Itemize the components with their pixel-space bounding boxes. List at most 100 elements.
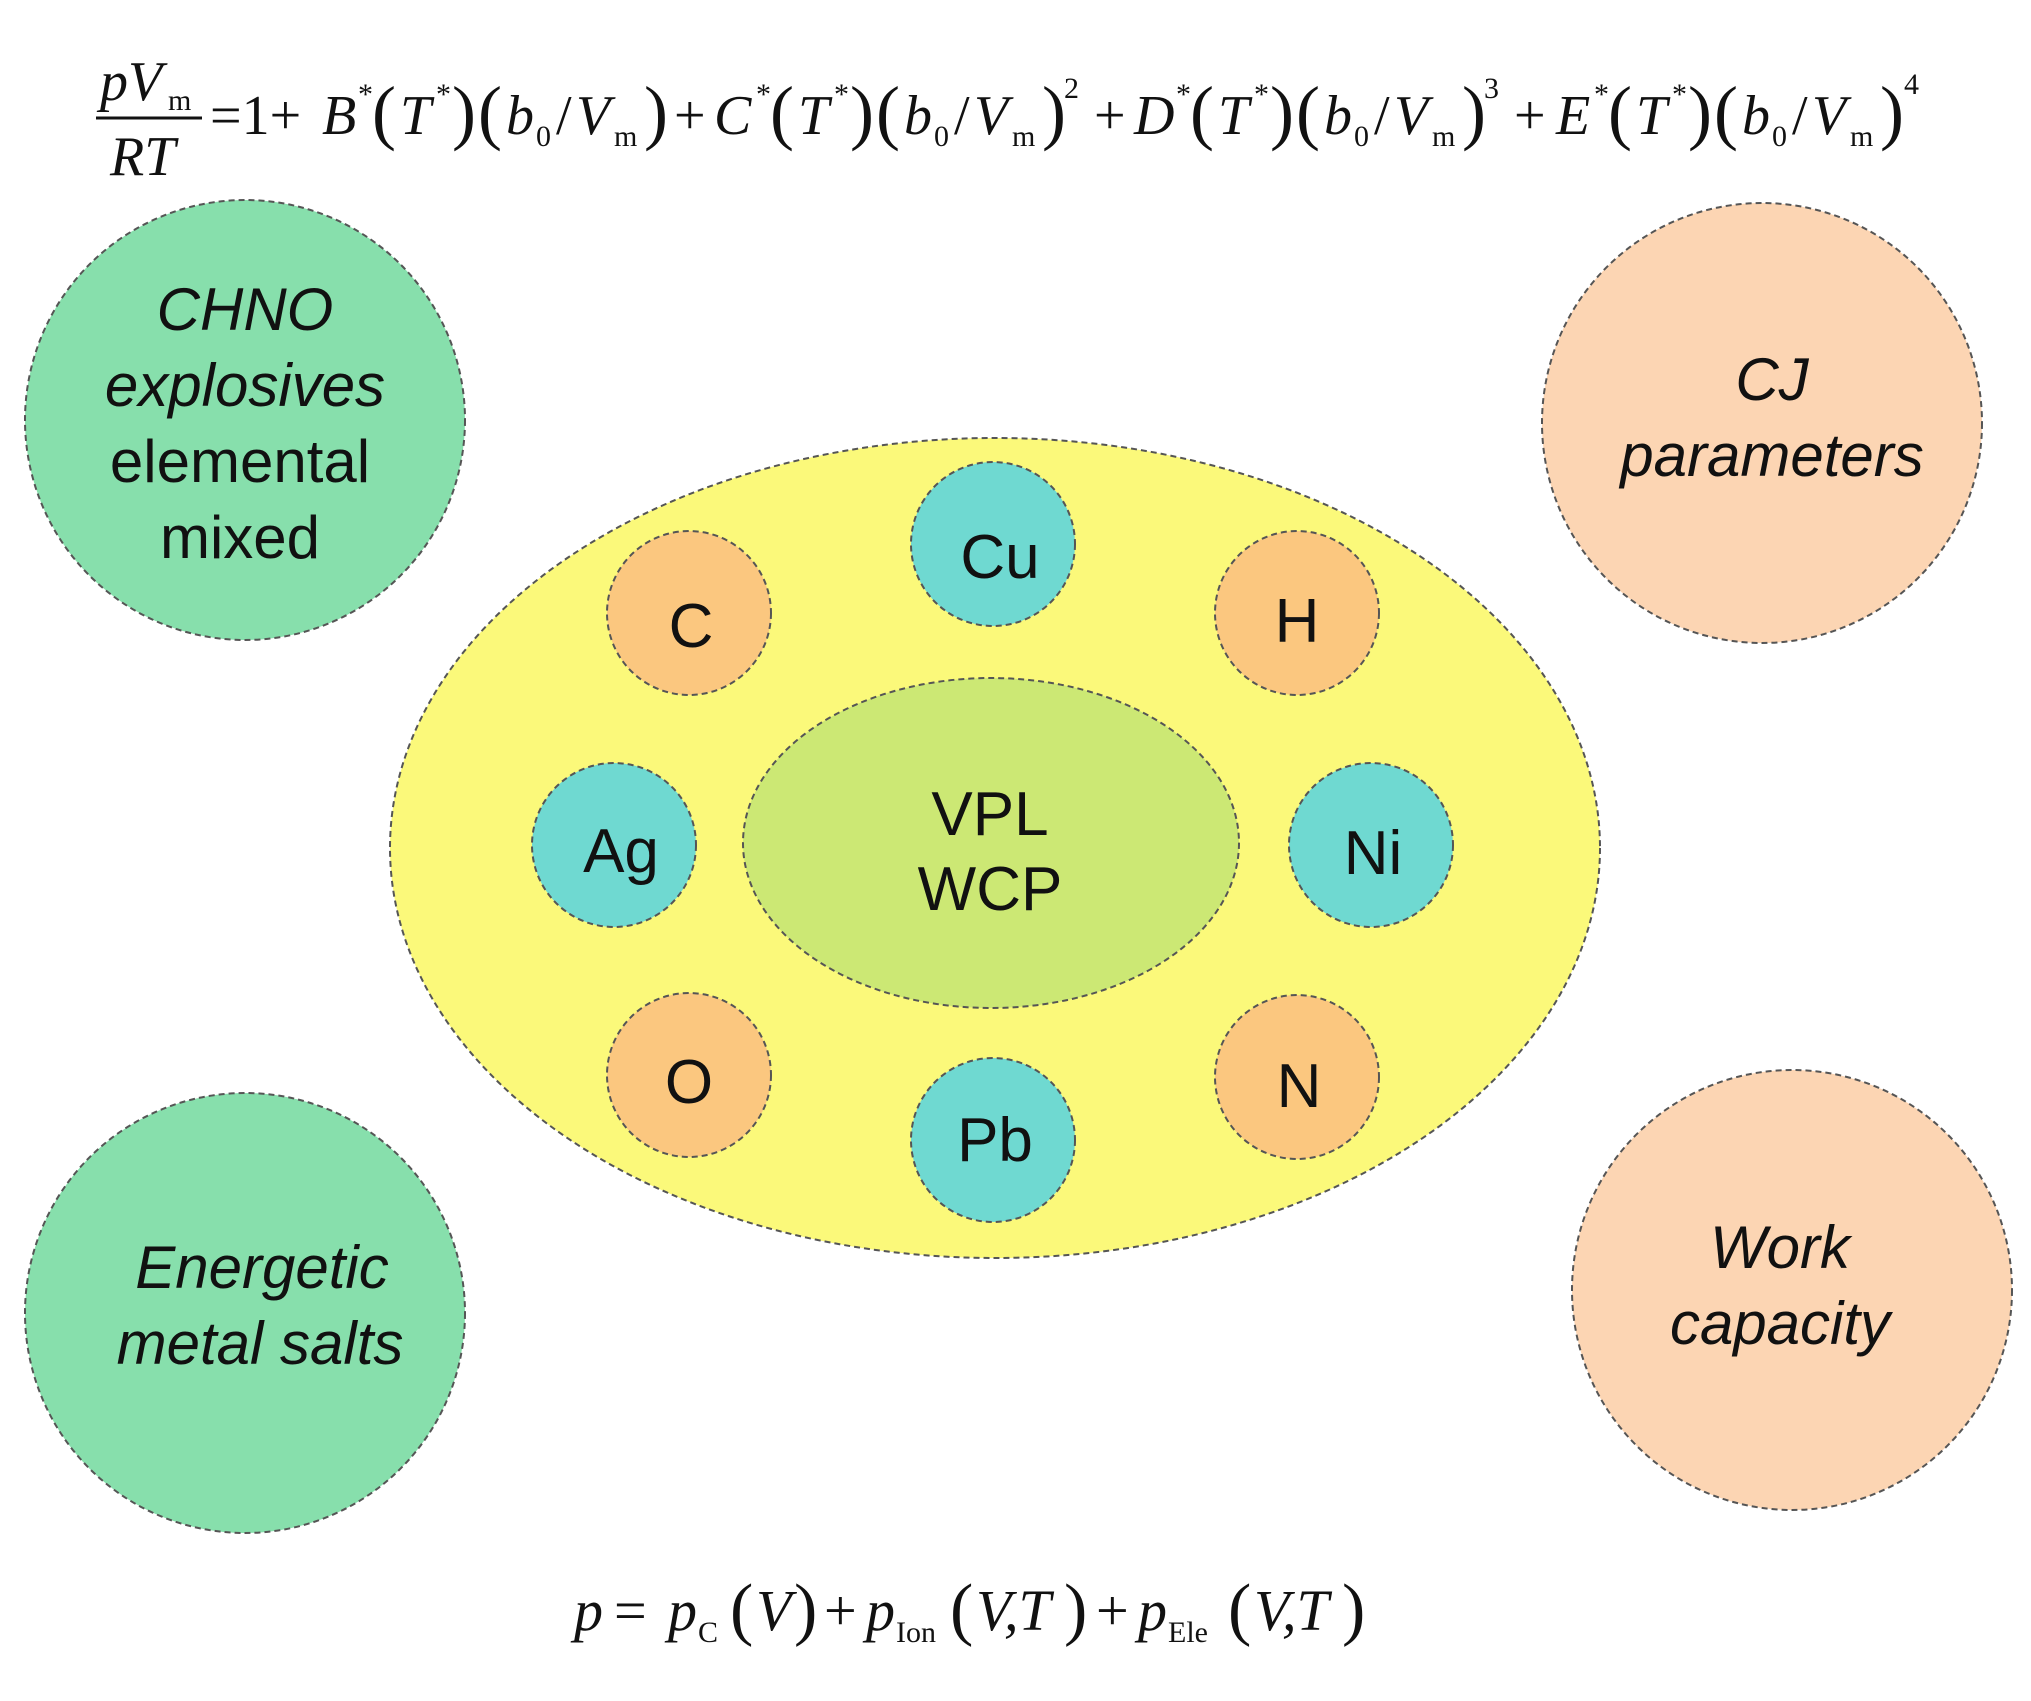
eq-paren: ) [644, 72, 668, 152]
eq-b-sub: 0 [934, 120, 949, 153]
element-symbol: H [1275, 587, 1320, 656]
eq-plus: + [1096, 1578, 1129, 1643]
eq-paren: ) [850, 72, 874, 152]
eq-term-c: C * ( T * ) ( b 0 / V m ) 2 + [714, 72, 1126, 153]
eq-paren: ( [770, 72, 794, 152]
element-cu: Cu [910, 461, 1076, 627]
eq-paren: ( [372, 72, 396, 152]
eq-paren: ( [876, 72, 900, 152]
eq-paren: ) [1342, 1571, 1365, 1648]
eq-star: * [1594, 78, 1609, 111]
eq-term-d: D * ( T * ) ( b 0 / V m ) 3 + [1133, 72, 1546, 153]
element-symbol: O [665, 1048, 713, 1117]
element-h: H [1214, 530, 1380, 696]
eq-b: b [506, 85, 534, 147]
element-n: N [1214, 994, 1380, 1160]
circle-label-line: Energetic [135, 1234, 388, 1301]
eq-equals: = [614, 1578, 647, 1643]
eq-lhs-numerator-sub: m [168, 84, 191, 117]
eq-slash: / [556, 85, 572, 147]
eq-T: T [798, 85, 833, 147]
eq-V: V [974, 85, 1014, 147]
circle-label-line: explosives [105, 352, 385, 419]
eq-V-sub: m [1012, 120, 1035, 153]
eq-coef: B [322, 85, 356, 147]
element-pb: Pb [910, 1057, 1076, 1223]
eq-V: V [1394, 85, 1434, 147]
eq-sub: Ion [896, 1616, 936, 1649]
eq-star: * [1176, 78, 1191, 111]
eq-paren: ( [1228, 1571, 1251, 1648]
eq-p: p [570, 1578, 603, 1643]
element-symbol: Ni [1344, 819, 1403, 888]
element-symbol: Cu [960, 523, 1039, 592]
element-o: O [606, 992, 772, 1158]
eq-term-e: E * ( T * ) ( b 0 / V m ) 4 [1555, 68, 1919, 153]
element-symbol: Ag [583, 817, 659, 886]
eq-paren: ( [478, 72, 502, 152]
eq-star: * [358, 78, 373, 111]
eq-star: * [834, 78, 849, 111]
eq-sym: p [862, 1578, 895, 1643]
eq-paren: ( [730, 1571, 753, 1648]
eq-power: 3 [1484, 72, 1499, 105]
circle-label-line: parameters [1618, 422, 1923, 489]
element-symbol: Pb [957, 1106, 1033, 1175]
eq-paren: ) [1064, 1571, 1087, 1648]
eq-paren: ( [950, 1571, 973, 1648]
eq-paren: ) [1688, 72, 1712, 152]
eq-plus: + [824, 1578, 857, 1643]
eq-V: V [576, 85, 616, 147]
eq-term-pc: p C ( V ) + [664, 1571, 857, 1649]
eq-T: T [1218, 85, 1253, 147]
eq-b: b [904, 85, 932, 147]
eq-V-sub: m [614, 120, 637, 153]
eq-paren: ( [1296, 72, 1320, 152]
bottom-equation: p = p C ( V ) + p Ion ( V,T ) + p Ele ( … [570, 1571, 1365, 1649]
eq-power: 2 [1064, 72, 1079, 105]
eq-b: b [1742, 85, 1770, 147]
circle-label-line: elemental [110, 428, 370, 495]
eq-sub: C [698, 1616, 718, 1649]
eq-star: * [756, 78, 771, 111]
eq-paren: ( [1714, 72, 1738, 152]
element-ag: Ag [531, 762, 697, 928]
eq-lhs-numerator: pV [96, 51, 168, 113]
eq-args: V,T [1254, 1578, 1332, 1643]
eq-args: V [756, 1578, 798, 1643]
eq-power: 4 [1904, 68, 1919, 101]
eq-paren: ) [794, 1571, 817, 1648]
eq-coef: D [1133, 85, 1174, 147]
element-c: C [606, 530, 772, 696]
circle-cj-parameters: CJ parameters [1541, 202, 1983, 644]
element-ni: Ni [1288, 762, 1454, 928]
core-ellipse-vpl-wcp: VPL WCP [742, 677, 1240, 1009]
eq-paren: ) [452, 72, 476, 152]
eq-sym: p [1134, 1578, 1167, 1643]
eq-plus: + [674, 85, 706, 147]
top-equation: pV m RT =1+ B * ( T * ) ( b 0 / V m ) + … [96, 51, 1919, 188]
eq-b-sub: 0 [1772, 120, 1787, 153]
core-label-line: VPL [931, 780, 1048, 849]
eq-T: T [400, 85, 435, 147]
circle-energetic-metal-salts: Energetic metal salts [24, 1092, 466, 1534]
eq-rhs-head: =1+ [210, 85, 301, 147]
eq-sym: p [664, 1578, 697, 1643]
circle-label-line: Work [1710, 1214, 1853, 1281]
eq-V: V [1812, 85, 1852, 147]
eq-paren: ) [1880, 72, 1904, 152]
eq-plus: + [1514, 85, 1546, 147]
eq-term-pion: p Ion ( V,T ) + [862, 1571, 1129, 1649]
eq-b-sub: 0 [1354, 120, 1369, 153]
element-symbol: N [1277, 1052, 1322, 1121]
eq-paren: ( [1608, 72, 1632, 152]
eq-coef: C [714, 85, 752, 147]
eq-b: b [1324, 85, 1352, 147]
eq-paren: ) [1270, 72, 1294, 152]
eq-term-pele: p Ele ( V,T ) [1134, 1571, 1365, 1649]
eq-term-b: B * ( T * ) ( b 0 / V m ) + [322, 72, 706, 153]
circle-label-line: mixed [160, 504, 320, 571]
eq-star: * [436, 78, 451, 111]
eq-paren: ) [1462, 72, 1486, 152]
